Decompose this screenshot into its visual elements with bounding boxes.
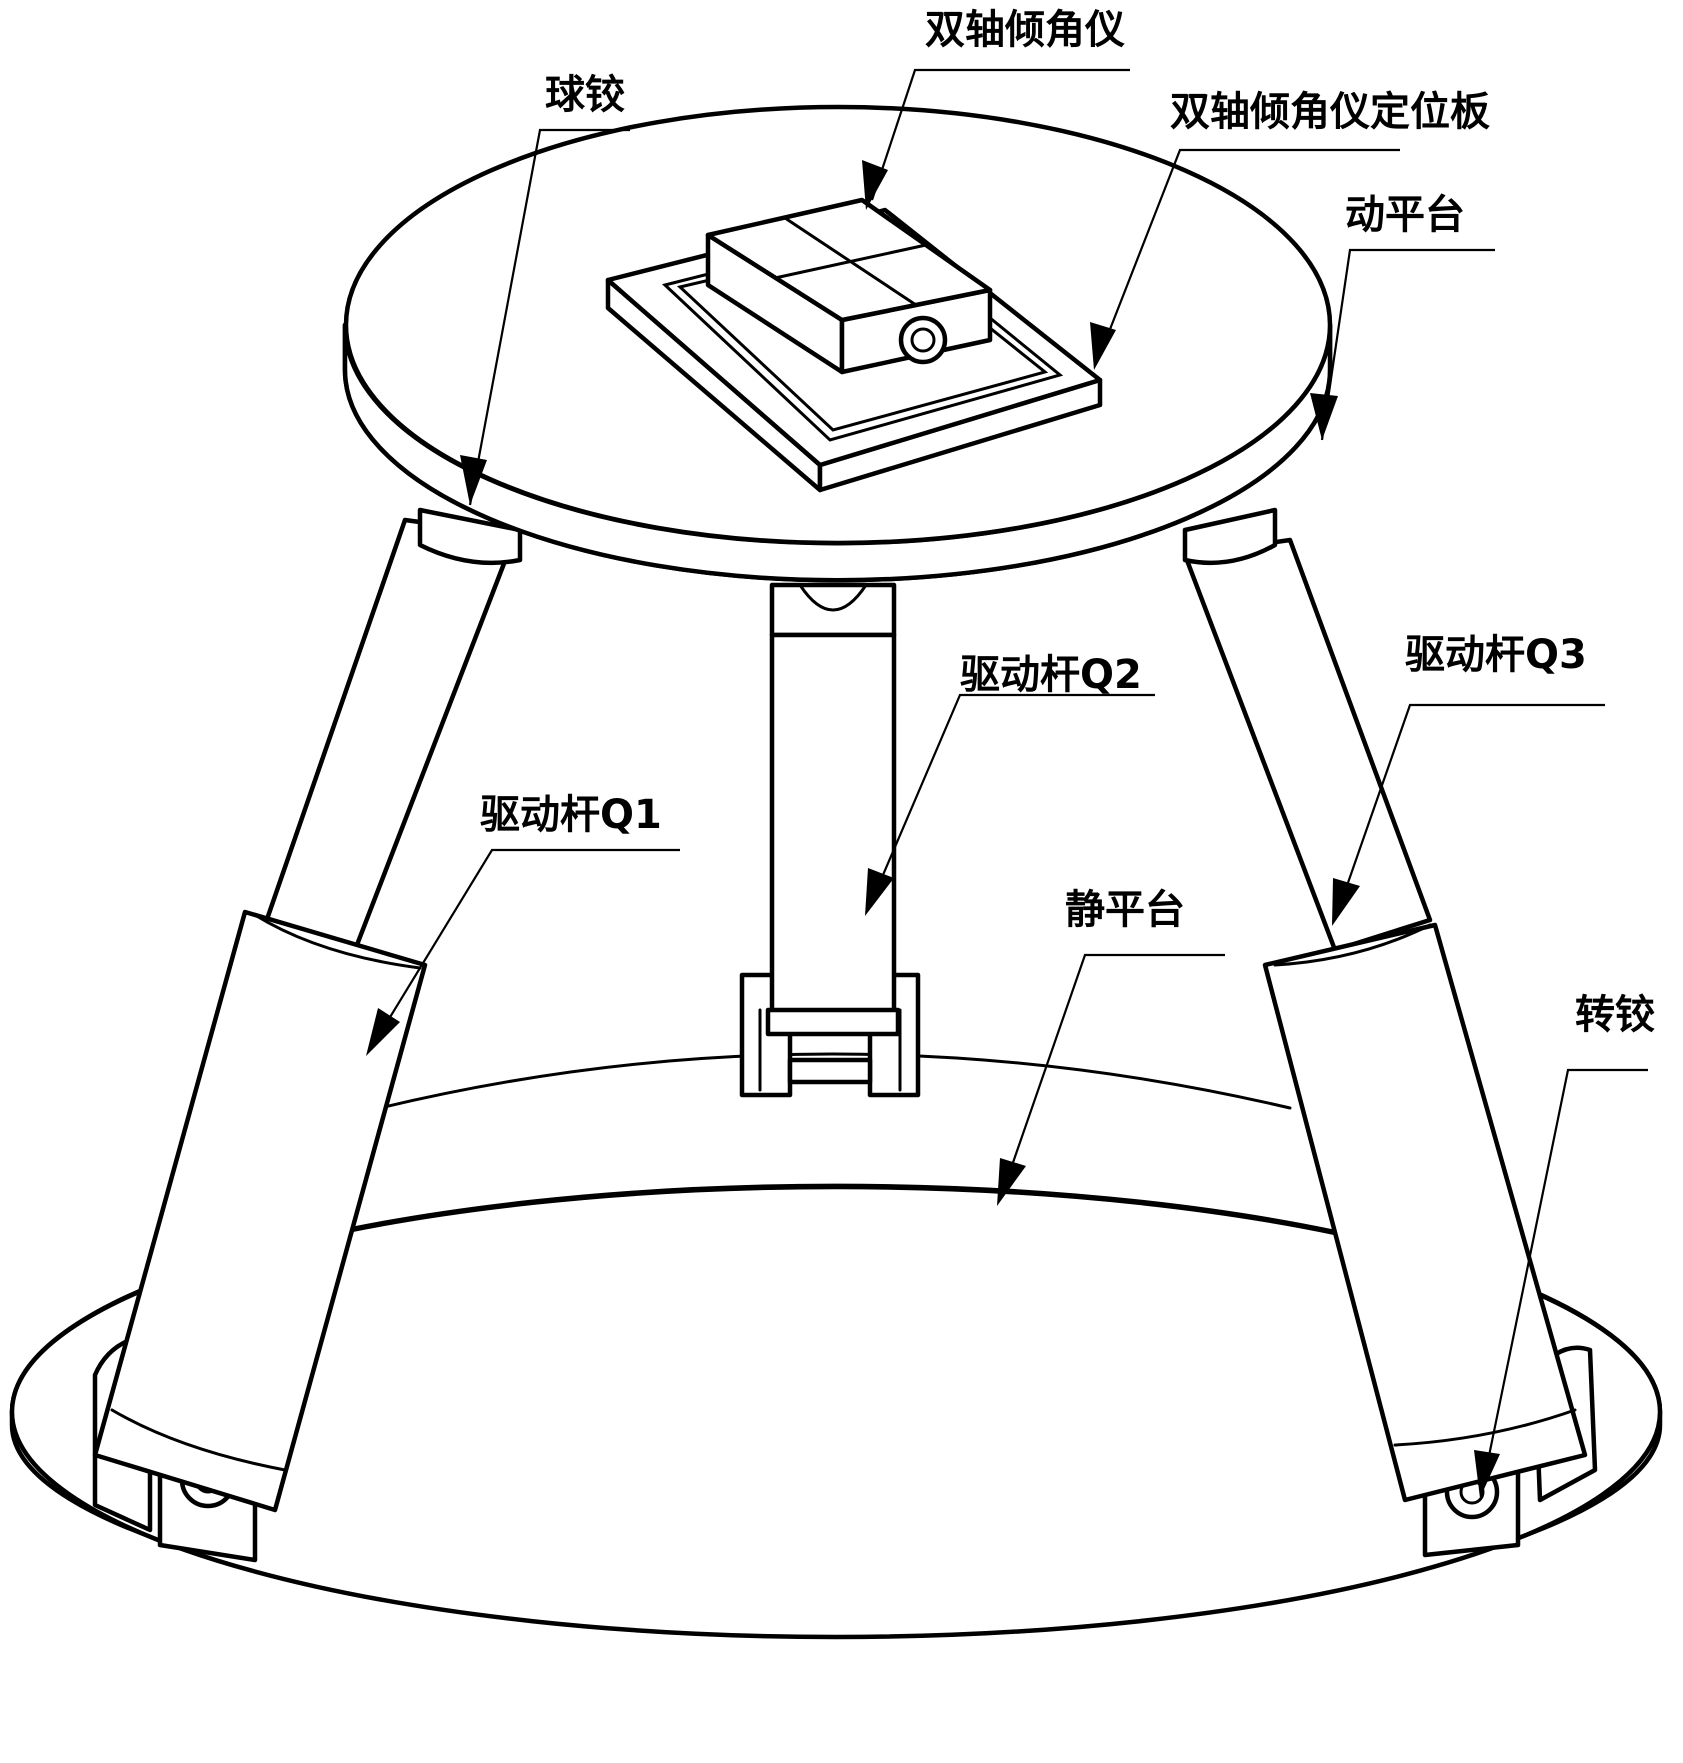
label-static-platform: 静平台	[1065, 887, 1185, 933]
label-drive-rod-q3: 驱动杆Q3	[1405, 632, 1587, 678]
label-moving-platform: 动平台	[1345, 192, 1465, 238]
label-drive-rod-q1: 驱动杆Q1	[480, 792, 662, 838]
drive-rod-q2	[765, 582, 901, 1037]
drive-rod-q3	[1182, 537, 1588, 1503]
static-platform	[9, 1052, 1663, 1640]
label-ball-joint: 球铰	[545, 72, 625, 118]
label-revolute-joint: 转铰	[1575, 992, 1655, 1038]
leader-lines	[366, 68, 1648, 1498]
label-positioning-plate: 双轴倾角仪定位板	[1170, 89, 1490, 135]
dual-axis-inclinometer	[705, 197, 993, 375]
label-inclinometer: 双轴倾角仪	[925, 7, 1125, 53]
label-drive-rod-q2: 驱动杆Q2	[960, 652, 1142, 698]
